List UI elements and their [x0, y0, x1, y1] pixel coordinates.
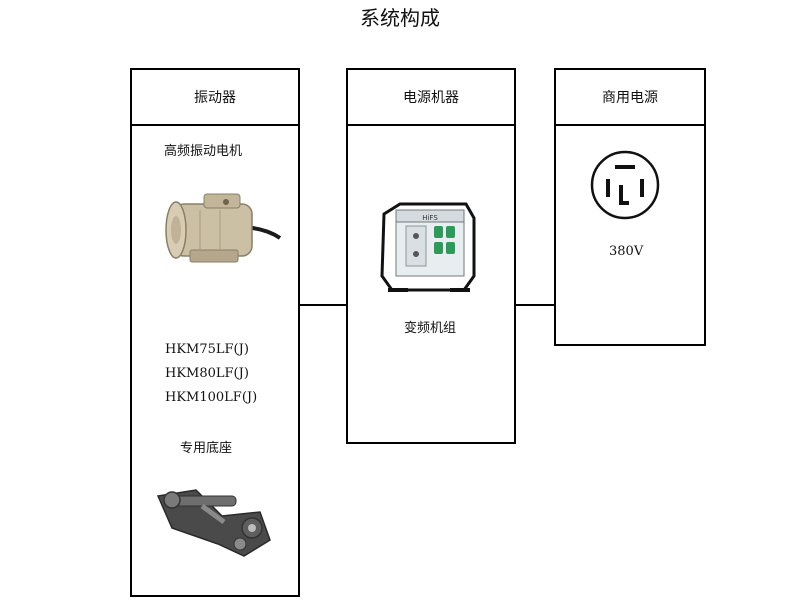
- base-label: 专用底座: [180, 441, 233, 456]
- power-outlet-icon: [590, 150, 660, 220]
- commercial-power-column: 商用电源: [554, 68, 706, 346]
- connector-power-unit-to-commercial-power: [516, 304, 554, 306]
- motor-label: 高频振动电机: [164, 144, 243, 159]
- commercial-power-header: 商用电源: [556, 70, 704, 126]
- power-unit-header: 电源机器: [348, 70, 514, 126]
- voltage-label: 380V: [609, 244, 644, 259]
- vibrator-header: 振动器: [132, 70, 298, 126]
- model-number: HKM80LF(J): [165, 366, 249, 381]
- mounting-base-image: [156, 489, 271, 557]
- model-number: HKM100LF(J): [165, 390, 258, 405]
- connector-vibrator-to-power-unit: [300, 304, 346, 306]
- diagram-title: 系统构成: [360, 6, 440, 30]
- svg-text:HiFS: HiFS: [422, 214, 438, 222]
- vibration-motor-image: [165, 193, 282, 263]
- model-number: HKM75LF(J): [165, 342, 249, 357]
- inverter-label: 变频机组: [404, 321, 457, 336]
- inverter-unit-image: HiFS: [380, 202, 476, 292]
